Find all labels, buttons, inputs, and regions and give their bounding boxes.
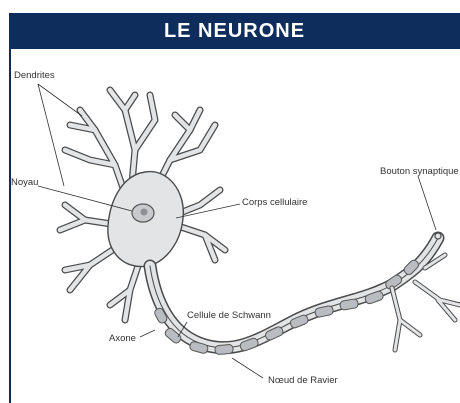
label-cellule-schwann: Cellule de Schwann [187,310,271,321]
label-noyau: Noyau [11,177,38,188]
label-corps-cellulaire: Corps cellulaire [242,197,307,208]
label-noeud-ravier: Nœud de Ravier [268,375,338,386]
label-axone: Axone [109,333,136,344]
label-dendrites: Dendrites [14,70,55,81]
nucleus [132,204,154,222]
label-bouton-synaptique: Bouton synaptique [380,166,459,177]
